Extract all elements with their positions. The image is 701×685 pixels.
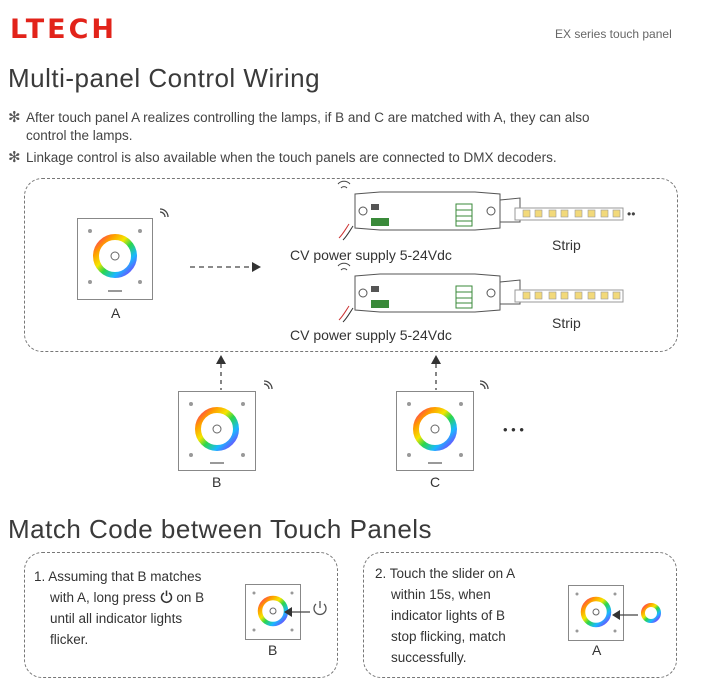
panel-a-label: A: [111, 305, 121, 321]
step-2-panel-label: A: [592, 642, 602, 658]
arrow-icon: [215, 355, 227, 396]
arrow-icon: [430, 355, 442, 396]
color-wheel-icon: [640, 602, 662, 629]
step-2-box: [363, 552, 677, 678]
note-1: ✻After touch panel A realizes controllin…: [8, 109, 590, 143]
touch-panel-b-small: [245, 584, 301, 645]
note-2: ✻Linkage control is also available when …: [8, 149, 557, 166]
arrow-icon: [190, 260, 262, 278]
section-title-wiring: Multi-panel Control Wiring: [8, 63, 321, 93]
color-wheel-icon: [580, 596, 612, 628]
strip-label-2: Strip: [552, 315, 581, 331]
asterisk-icon: ✻: [8, 149, 21, 166]
arrow-icon: [612, 607, 638, 625]
power-icon: [160, 590, 177, 605]
step-1-box: [24, 552, 338, 678]
touch-panel-graphic: [77, 218, 153, 300]
step-1-text: 1. Assuming that B matches with A, long …: [34, 569, 205, 647]
panel-c-label: C: [430, 474, 441, 490]
touch-panel-a: [77, 218, 153, 305]
touch-panel-c: [396, 391, 474, 476]
brand-logo: LTECH: [10, 14, 118, 45]
power-supply-label-1: CV power supply 5-24Vdc: [290, 247, 452, 263]
decoder-1: ••: [335, 180, 645, 251]
wiring-group-box: [24, 178, 678, 352]
svg-text:••: ••: [627, 207, 635, 221]
step-2-text: 2. Touch the slider on A within 15s, whe…: [375, 566, 516, 665]
asterisk-icon: ✻: [8, 109, 21, 126]
decoder-2: [335, 262, 645, 333]
more-panels-ellipsis: • • •: [503, 422, 524, 437]
series-label: EX series touch panel: [555, 27, 672, 41]
panel-b-label: B: [212, 474, 222, 490]
power-supply-label-2: CV power supply 5-24Vdc: [290, 327, 452, 343]
color-wheel-icon: [195, 407, 239, 451]
wireless-icon: [478, 378, 490, 396]
wireless-icon: [158, 206, 170, 224]
step-1-panel-label: B: [268, 642, 278, 658]
touch-panel-b: [178, 391, 256, 476]
color-wheel-icon: [413, 407, 457, 451]
wireless-icon: [262, 378, 274, 396]
color-wheel-icon: [93, 234, 137, 278]
strip-label-1: Strip: [552, 237, 581, 253]
touch-panel-a-small: [568, 585, 624, 646]
arrow-icon: [284, 604, 310, 622]
power-icon: [312, 600, 328, 621]
section-title-match: Match Code between Touch Panels: [8, 514, 433, 544]
